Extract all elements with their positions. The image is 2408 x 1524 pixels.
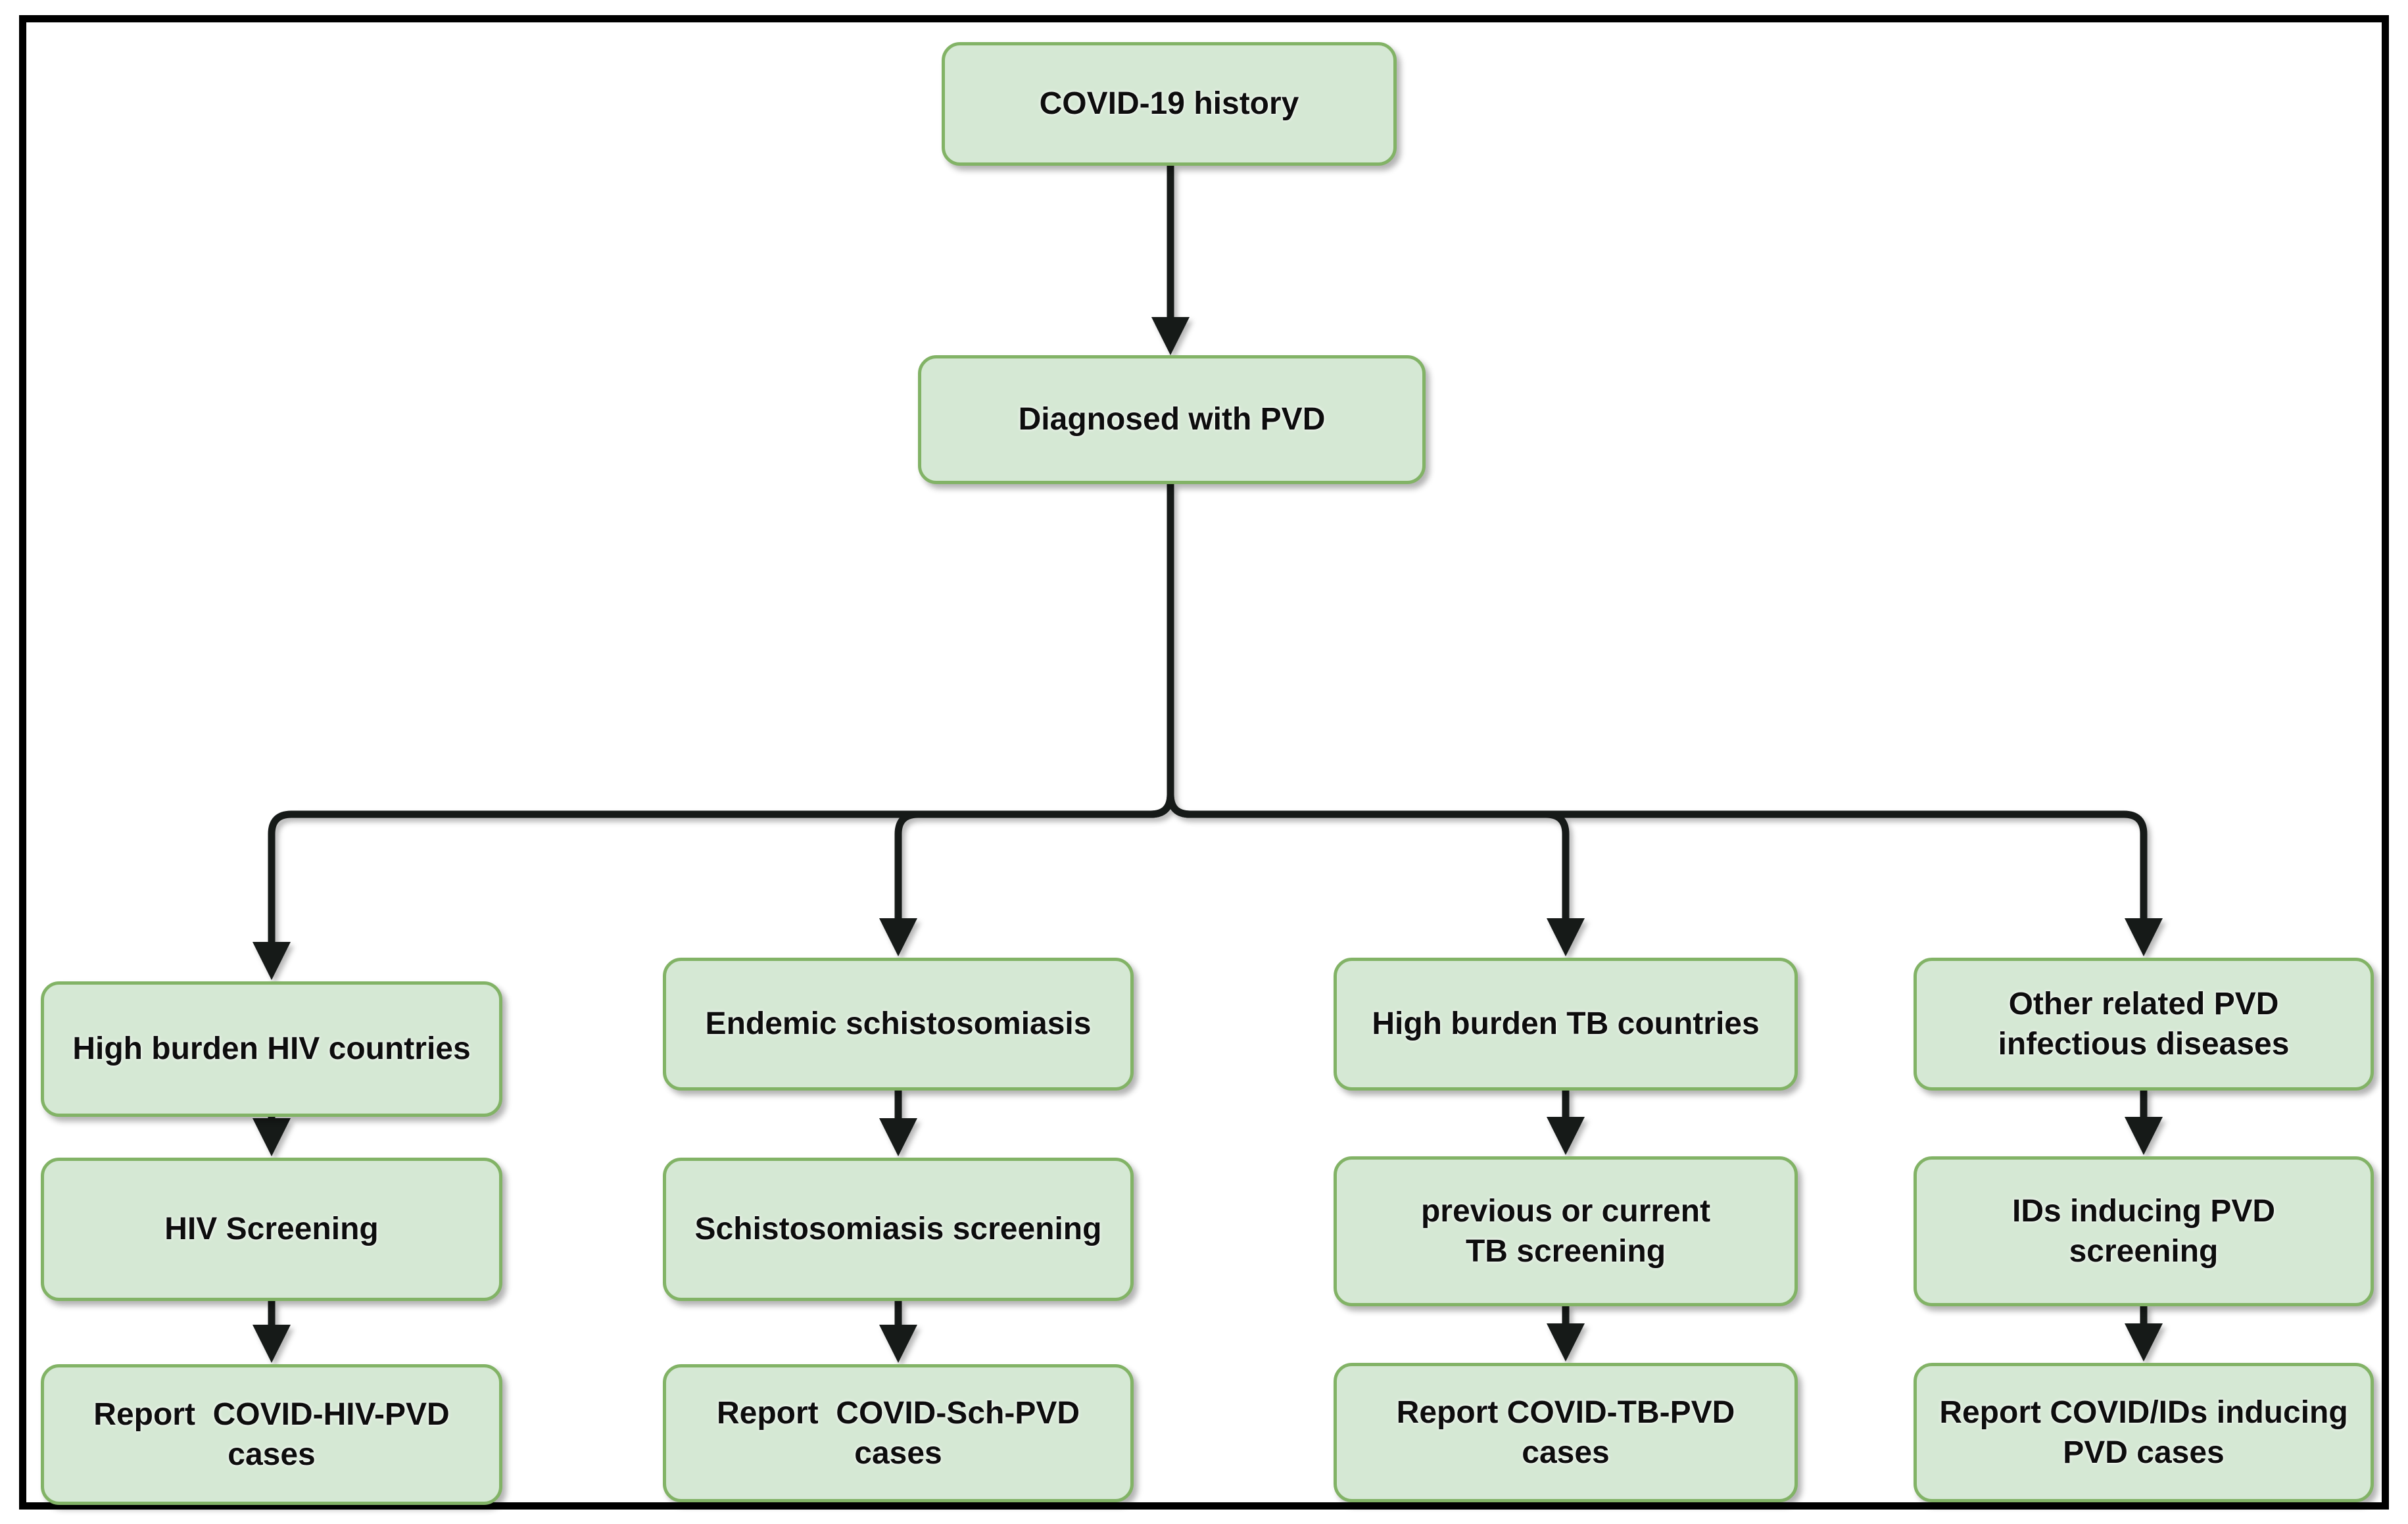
node-ids-inducing-pvd-screening: IDs inducing PVD screening [1914, 1156, 2374, 1306]
node-high-burden-hiv-countries: High burden HIV countries [41, 981, 502, 1117]
node-report-covid-hiv-pvd-cases: Report COVID-HIV-PVD cases [41, 1364, 502, 1505]
edge-diagnosis-to-col4 [1167, 484, 2148, 922]
arrowhead-col2 [879, 918, 917, 956]
arrowhead-col3-step3 [1547, 1323, 1585, 1362]
arrowhead-diagnosis [1151, 317, 1190, 355]
node-report-covid-tb-pvd-cases: Report COVID-TB-PVD cases [1334, 1363, 1798, 1502]
node-diagnosed-with-pvd: Diagnosed with PVD [918, 355, 1426, 484]
arrowhead-col1-step3 [253, 1325, 291, 1363]
arrowhead-col1 [253, 942, 291, 980]
edge-diagnosis-to-col3 [1167, 484, 1570, 922]
node-schistosomiasis-screening: Schistosomiasis screening [663, 1158, 1134, 1301]
edge-diagnosis-to-col2 [894, 484, 1174, 922]
node-report-covid-sch-pvd-cases: Report COVID-Sch-PVD cases [663, 1364, 1134, 1502]
arrowhead-col3 [1547, 918, 1585, 956]
node-high-burden-tb-countries: High burden TB countries [1334, 958, 1798, 1091]
arrowhead-col1-step2 [253, 1118, 291, 1156]
edge-diagnosis-to-col1 [268, 484, 1174, 946]
node-other-related-pvd-infectious-diseases: Other related PVD infectious diseases [1914, 958, 2374, 1091]
node-endemic-schistosomiasis: Endemic schistosomiasis [663, 958, 1134, 1091]
node-hiv-screening: HIV Screening [41, 1158, 502, 1301]
node-covid19-history: COVID-19 history [942, 42, 1397, 166]
arrowhead-col2-step3 [879, 1325, 917, 1363]
arrowhead-col4-step2 [2125, 1117, 2163, 1155]
node-report-covid-ids-inducing-pvd-cases: Report COVID/IDs inducing PVD cases [1914, 1363, 2374, 1502]
figure-frame [19, 15, 2389, 1510]
arrowhead-col3-step2 [1547, 1117, 1585, 1155]
arrowhead-col4 [2125, 918, 2163, 956]
arrowhead-col4-step3 [2125, 1323, 2163, 1362]
node-previous-or-current-tb-screening: previous or current TB screening [1334, 1156, 1798, 1306]
arrowhead-col2-step2 [879, 1118, 917, 1156]
